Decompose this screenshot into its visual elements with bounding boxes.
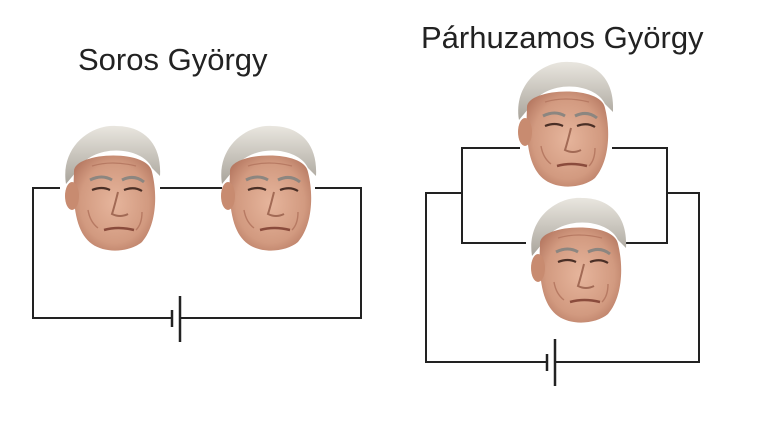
parallel-face-top: [516, 60, 615, 189]
parallel-upper-branch-right: [612, 147, 668, 244]
series-circuit-title: Soros György: [78, 42, 268, 77]
parallel-outer-wire-left: [425, 192, 547, 363]
parallel-circuit: [425, 147, 700, 386]
series-wire-left: [32, 187, 172, 319]
series-circuit: [32, 187, 362, 342]
parallel-face-bottom: [529, 196, 628, 325]
series-face-2: [219, 124, 318, 253]
parallel-outer-wire-right: [555, 192, 700, 363]
series-wire-right: [180, 187, 362, 319]
parallel-circuit-title: Párhuzamos György: [421, 20, 704, 55]
series-face-1: [63, 124, 162, 253]
parallel-upper-branch-left: [461, 147, 526, 244]
